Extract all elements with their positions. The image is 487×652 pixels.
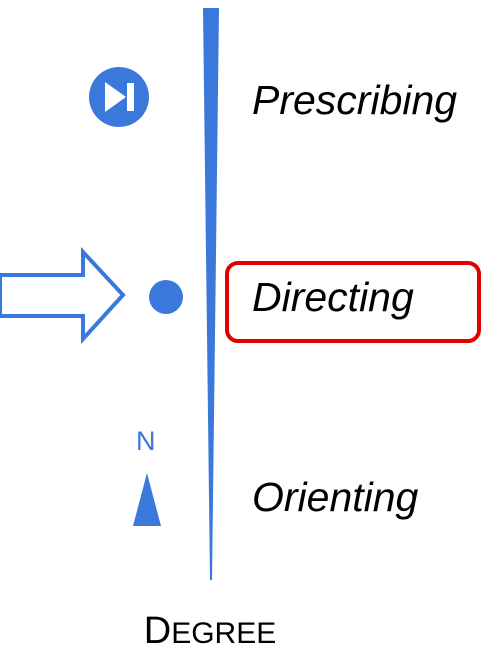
directing-highlight-box bbox=[225, 261, 481, 343]
skip-next-icon bbox=[89, 67, 149, 127]
axis-label-degree: DEGREE bbox=[0, 612, 420, 650]
axis-label-rest: EGREE bbox=[171, 617, 277, 650]
arrow-right-outline-icon bbox=[0, 246, 126, 345]
axis-label-first-letter: D bbox=[143, 610, 172, 652]
label-prescribing: Prescribing bbox=[252, 77, 458, 123]
label-orienting: Orienting bbox=[252, 474, 419, 520]
north-arrow-triangle bbox=[133, 473, 161, 526]
dot-icon bbox=[149, 280, 183, 314]
north-letter: N bbox=[136, 426, 156, 456]
degree-axis-wedge bbox=[203, 8, 219, 580]
label-directing: Directing bbox=[252, 274, 414, 320]
